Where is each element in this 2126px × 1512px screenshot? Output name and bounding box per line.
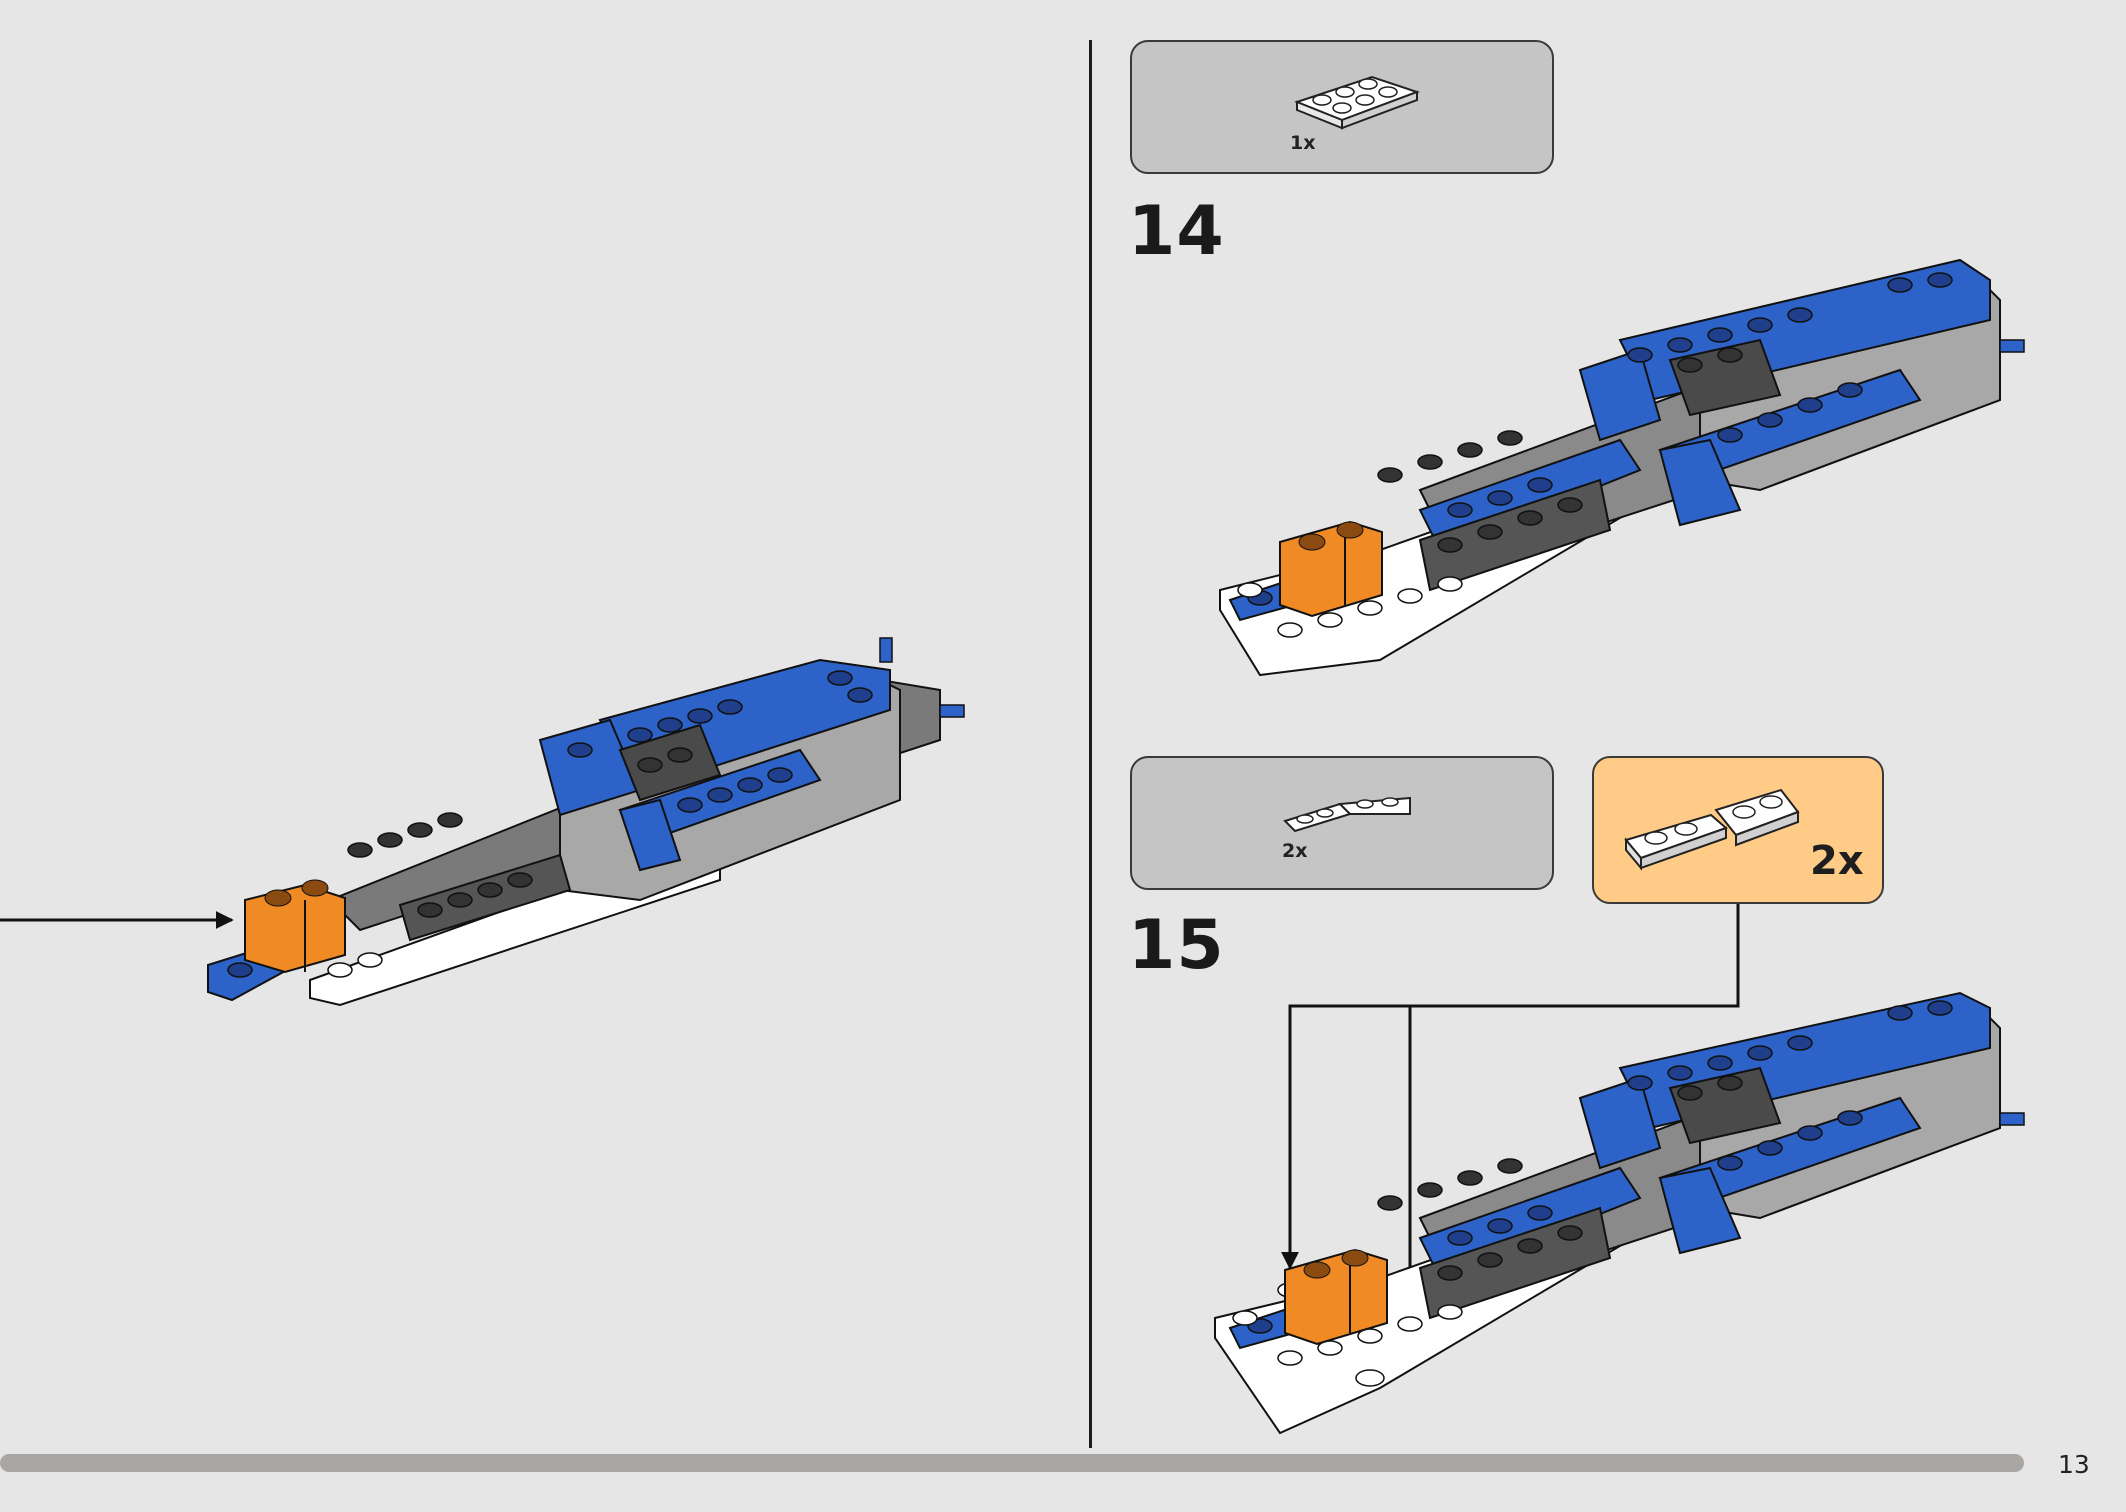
- step15-model: [1214, 991, 2025, 1435]
- plate-modified-white-icon: [1283, 796, 1411, 833]
- step15-number: 15: [1128, 906, 1225, 985]
- step14-part-quantity: 1x: [1290, 132, 1316, 154]
- step14-number: 14: [1128, 192, 1225, 271]
- step15-parts-box: 2x: [1130, 756, 1554, 890]
- plate-2x3-white-icon: [1294, 75, 1421, 130]
- step15-part-quantity: 2x: [1282, 840, 1308, 862]
- plate-modified-white-detail-icon: [1624, 788, 1800, 871]
- step15-callout-quantity: 2x: [1810, 838, 1864, 884]
- step15-callout-box: 2x: [1592, 756, 1884, 904]
- step14-model: [1219, 258, 2025, 677]
- page-divider: [1089, 40, 1092, 1448]
- page-number: 13: [2058, 1450, 2090, 1479]
- step14-parts-box: 1x: [1130, 40, 1554, 174]
- page-progress-bar: [0, 1454, 2024, 1472]
- previous-step-model: [0, 637, 965, 1007]
